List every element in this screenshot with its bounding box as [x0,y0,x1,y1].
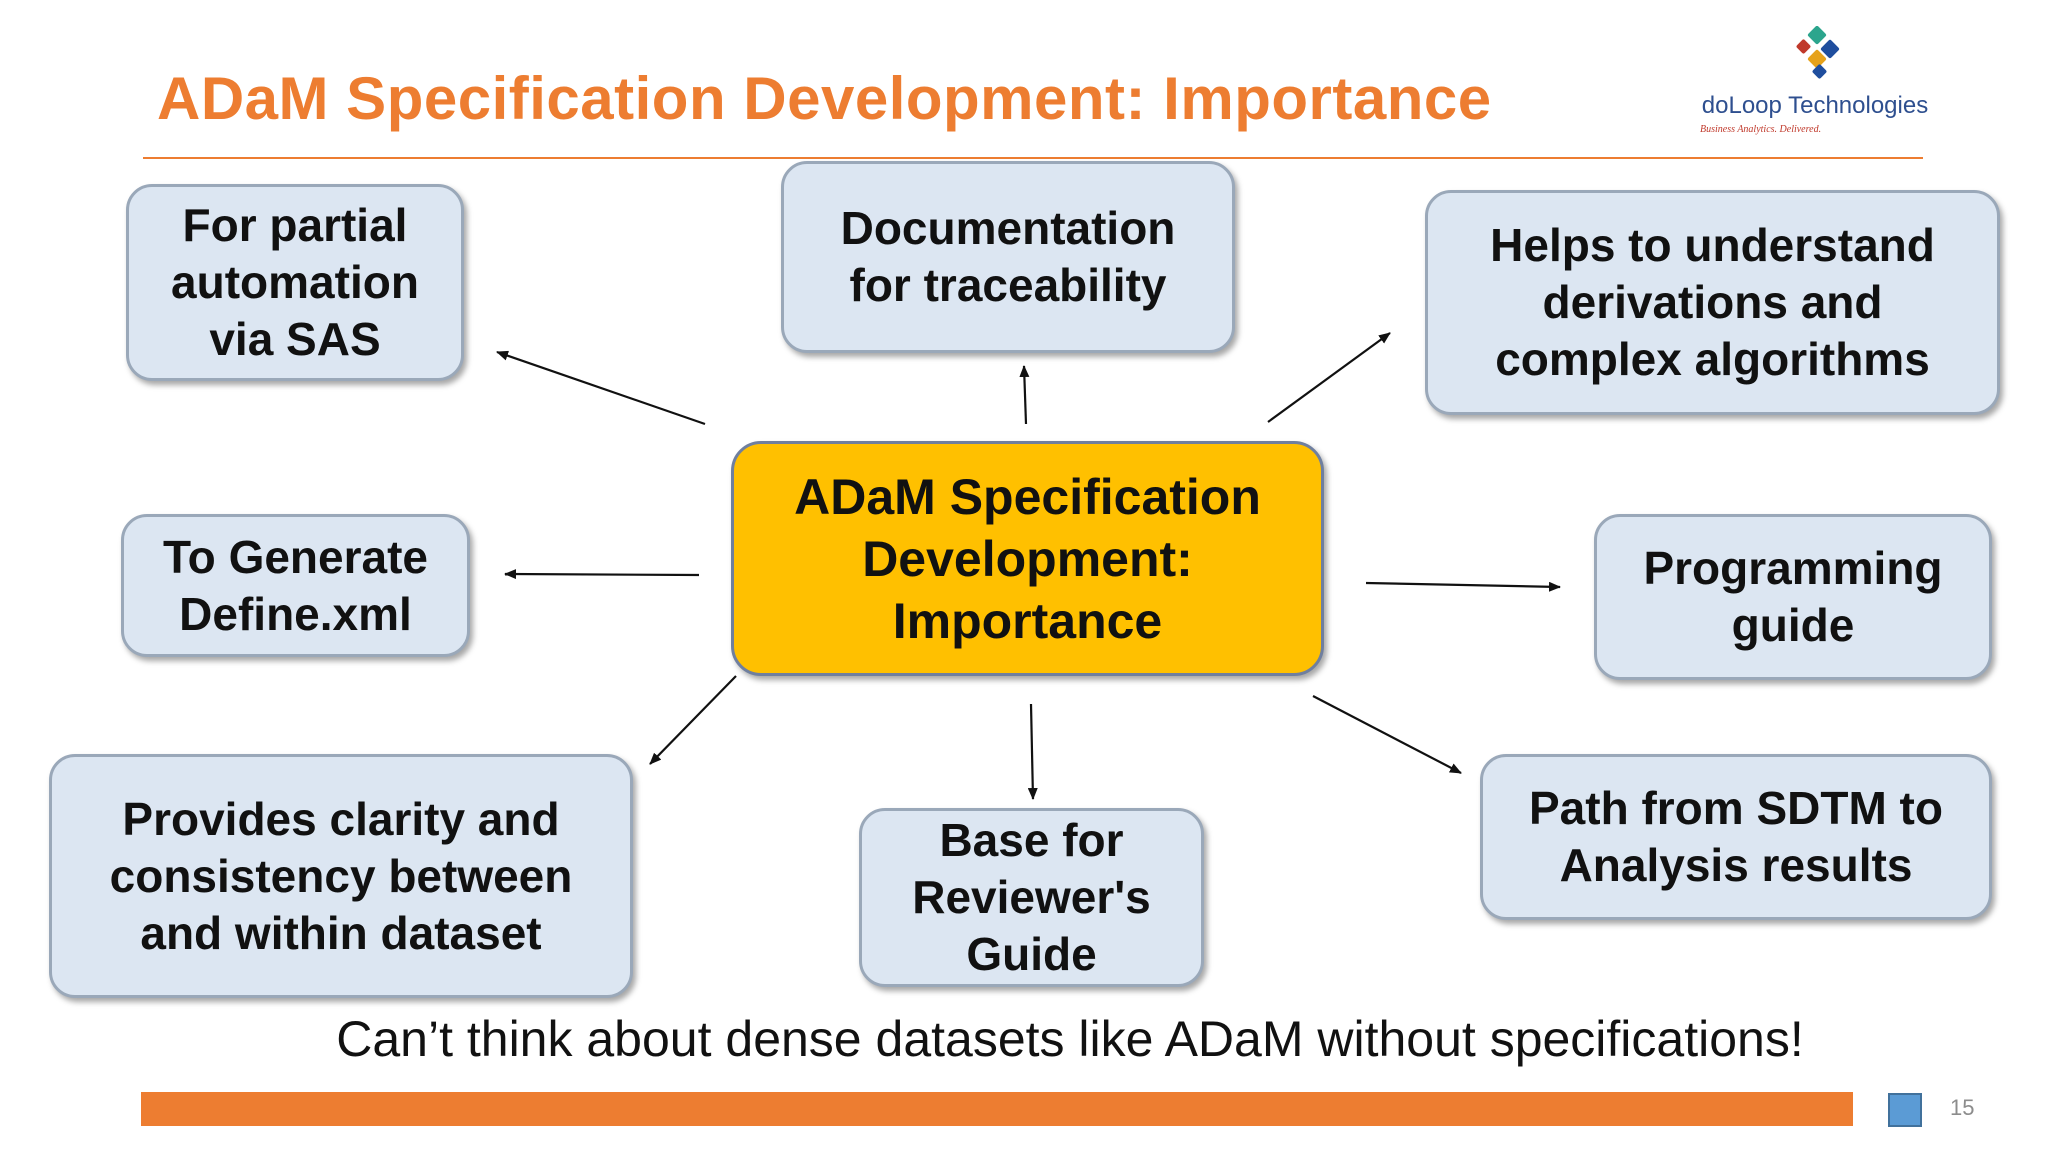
arrow-to-traceability [1019,365,1030,425]
slide-title: ADaM Specification Development: Importan… [157,65,1492,132]
arrow-to-clarity [649,675,737,765]
node-label: Provides clarity and consistency between… [109,792,573,959]
footer-square [1888,1093,1922,1127]
arrow-to-define-xml [504,569,700,580]
node-programming-guide: Programming guide [1594,514,1992,680]
node-label: To Generate Define.xml [163,530,428,640]
node-label: Helps to understand derivations and comp… [1490,219,1935,385]
node-label: Documentation for traceability [840,202,1176,311]
arrow-to-sdtm-path [1312,695,1462,774]
node-define-xml: To Generate Define.xml [121,514,470,657]
center-node: ADaM Specification Development: Importan… [731,441,1324,676]
node-sdtm-path: Path from SDTM to Analysis results [1480,754,1992,920]
node-partial-automation: For partial automation via SAS [126,184,464,381]
title-divider [143,157,1923,159]
doloop-logo-icon [1796,26,1840,79]
arrow-to-reviewers-guide [1027,703,1038,800]
arrow-to-derivations [1267,332,1391,423]
company-logo: doLoop Technologies Business Analytics. … [1690,26,1940,144]
arrow-to-programming-guide [1365,581,1561,592]
center-node-label: ADaM Specification Development: Importan… [794,468,1261,649]
page-number: 15 [1950,1095,1975,1120]
node-derivations: Helps to understand derivations and comp… [1425,190,2000,415]
node-label: Path from SDTM to Analysis results [1529,782,1943,891]
node-label: Base for Reviewer's Guide [912,814,1151,980]
logo-tagline: Business Analytics. Delivered. [1700,124,1822,135]
node-label: Programming guide [1643,542,1943,651]
node-label: For partial automation via SAS [171,199,419,365]
logo-name: doLoop Technologies [1701,92,1929,119]
node-reviewers-guide: Base for Reviewer's Guide [859,808,1204,987]
node-traceability: Documentation for traceability [781,161,1235,353]
footer-bar [141,1092,1853,1126]
arrow-to-partial-automation [496,350,706,426]
slide-tagline: Can’t think about dense datasets like AD… [336,1011,1804,1067]
node-clarity: Provides clarity and consistency between… [49,754,633,998]
